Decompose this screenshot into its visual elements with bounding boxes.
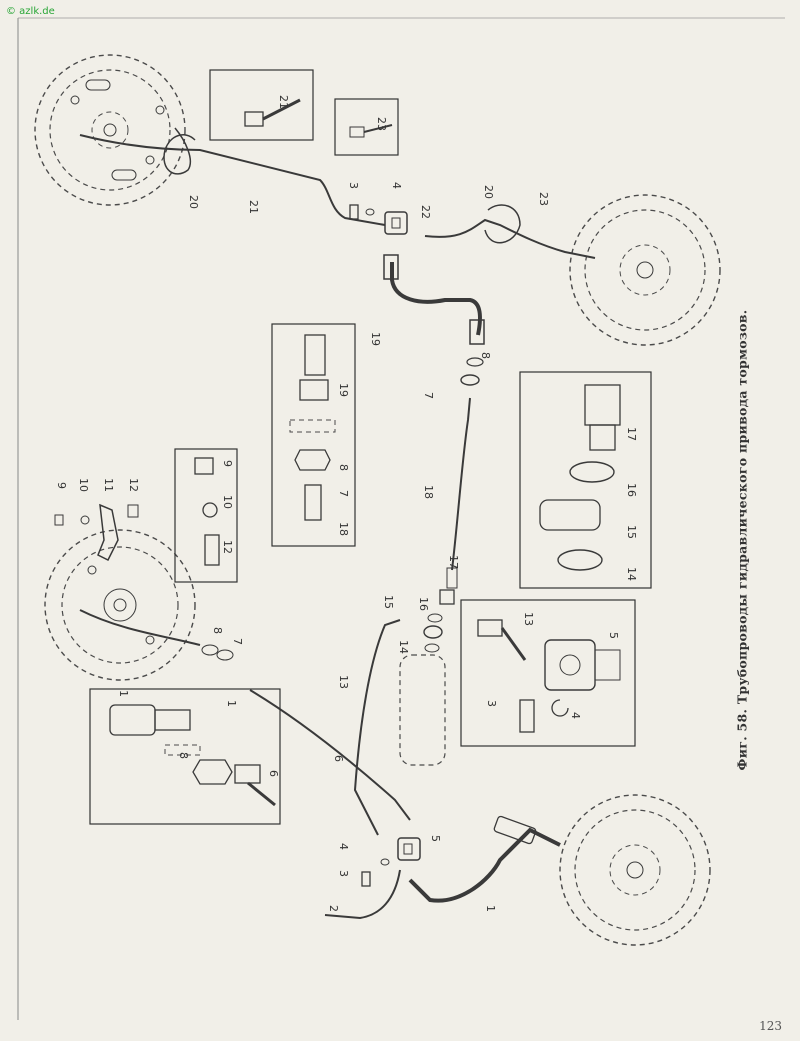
callout-7-left: 7: [231, 638, 244, 645]
callout-15-detail: 15: [625, 525, 638, 539]
callout-17-detail: 17: [625, 427, 638, 441]
callout-8-detail: 8: [337, 464, 350, 471]
callout-4-top: 4: [390, 182, 403, 189]
brake-drum-top-left: [34, 54, 186, 206]
callout-17: 17: [447, 555, 460, 569]
callout-9: 9: [55, 482, 68, 489]
watermark: © azlk.de: [6, 6, 55, 17]
callout-10: 10: [77, 478, 90, 492]
callout-19: 19: [369, 332, 382, 346]
detail-box-14-17: [519, 371, 652, 589]
callout-16: 16: [417, 597, 430, 611]
callout-13: 13: [337, 675, 350, 689]
callout-2: 2: [327, 905, 340, 912]
wheel-top-right: [569, 194, 721, 346]
callout-7-top: 7: [422, 392, 435, 399]
callout-3-detail: 3: [485, 700, 498, 707]
callout-22: 22: [419, 205, 432, 219]
callout-8-left: 8: [211, 627, 224, 634]
callout-14-detail: 14: [625, 567, 638, 581]
detail-box-1-7-8-6: [89, 688, 281, 825]
callout-1: 1: [484, 905, 497, 912]
callout-14: 14: [397, 640, 410, 654]
detail-box-21: [209, 69, 314, 141]
detail-box-13-5-3-4: [460, 599, 636, 747]
callout-21: 21: [247, 200, 260, 214]
callout-12: 12: [127, 478, 140, 492]
detail-box-23: [334, 98, 399, 156]
callout-1-detail: 1: [117, 690, 130, 697]
callout-18: 18: [422, 485, 435, 499]
callout-5: 5: [429, 835, 442, 842]
callout-6-detail: 6: [267, 770, 280, 777]
callout-12-detail: 12: [221, 540, 234, 554]
callout-4: 4: [337, 843, 350, 850]
page-number: 123: [759, 1019, 782, 1033]
callout-10-detail: 10: [221, 495, 234, 509]
callout-8-top: 8: [479, 352, 492, 359]
callout-11: 11: [102, 478, 115, 492]
callout-19-detail: 19: [337, 383, 350, 397]
callout-23-detail: 23: [375, 117, 388, 131]
callout-16-detail: 16: [625, 483, 638, 497]
callout-20-right: 20: [482, 185, 495, 199]
callout-5-detail: 5: [607, 632, 620, 639]
callout-1-detail-nut: 1: [225, 700, 238, 707]
brake-drum-mid-left: [44, 529, 196, 681]
callout-9-detail: 9: [221, 460, 234, 467]
callout-6: 6: [332, 755, 345, 762]
callout-7-detail: 7: [337, 490, 350, 497]
callout-3: 3: [337, 870, 350, 877]
callout-13-detail: 13: [522, 612, 535, 626]
callout-3-top: 3: [347, 182, 360, 189]
callout-20: 20: [187, 195, 200, 209]
wheel-bottom-right: [559, 794, 711, 946]
callout-8-detail-left: 8: [177, 752, 190, 759]
callout-4-detail: 4: [569, 712, 582, 719]
callout-15: 15: [382, 595, 395, 609]
callout-23: 23: [537, 192, 550, 206]
detail-box-9-10-12: [174, 448, 238, 583]
detail-box-19-7-8-18: [271, 323, 356, 547]
callout-18-detail: 18: [337, 522, 350, 536]
callout-21-detail: 21: [277, 95, 290, 109]
